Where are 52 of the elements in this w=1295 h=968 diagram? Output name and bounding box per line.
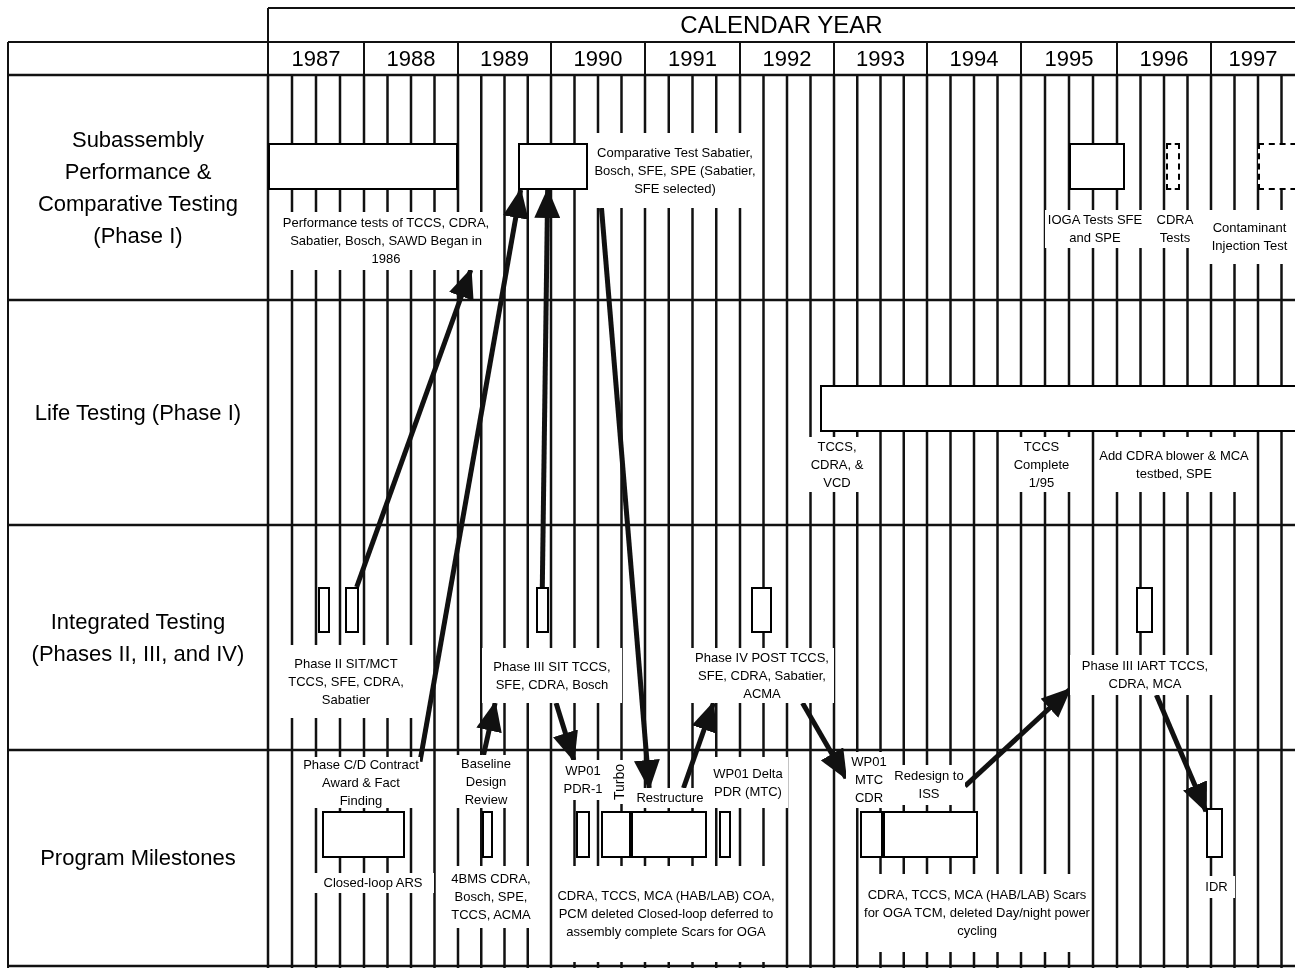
- year-label: 1992: [761, 45, 813, 73]
- year-label: 1988: [385, 45, 437, 73]
- timeline-bar: [860, 811, 883, 858]
- timeline-bar: [719, 811, 731, 858]
- timeline-bar: [318, 587, 330, 633]
- timeline-bar: [268, 143, 458, 190]
- arrow: [534, 188, 561, 588]
- year-label: 1990: [572, 45, 624, 73]
- year-label: 1989: [479, 45, 530, 73]
- year-label: 1987: [290, 45, 342, 73]
- note-text: Phase C/D Contract Award & Fact Finding: [302, 757, 420, 808]
- year-label: 1993: [855, 45, 906, 73]
- arrow: [599, 207, 660, 790]
- timeline-bar: [576, 811, 590, 858]
- timeline-bar: [322, 811, 405, 858]
- timeline-bar: [883, 811, 978, 858]
- year-label: 1997: [1227, 45, 1279, 73]
- timeline-bar: [345, 587, 359, 633]
- timeline-bar: [820, 385, 1295, 432]
- timeline-bar: [631, 811, 707, 858]
- timeline-bar: [1166, 143, 1180, 190]
- arrow: [476, 701, 502, 756]
- arrow: [1154, 694, 1209, 814]
- timeline-bar: [536, 587, 549, 633]
- note-text: Turbo: [611, 760, 627, 804]
- arrow: [354, 268, 474, 588]
- year-label: 1991: [667, 45, 718, 73]
- note-text: Phase IV POST TCCS, SFE, CDRA, Sabatier, ACMA: [690, 648, 834, 703]
- timeline-bar: [601, 811, 631, 858]
- timeline-bar: [751, 587, 772, 633]
- timeline-bar: [482, 811, 493, 858]
- row-heading: Life Testing (Phase I): [33, 398, 243, 427]
- arrow: [553, 702, 578, 762]
- year-label: 1994: [948, 45, 1000, 73]
- note-text: Phase III SIT TCCS, SFE, CDRA, Bosch: [482, 648, 622, 703]
- arrow: [417, 188, 529, 763]
- timeline-bar: [1069, 143, 1125, 190]
- year-label: 1995: [1043, 45, 1095, 73]
- timeline-bar: [1206, 808, 1223, 858]
- row-heading: Subassembly Performance & Comparative Testing (Phase I): [36, 125, 240, 250]
- timeline-bar: [518, 143, 588, 190]
- note-text: Redesign to ISS: [893, 765, 965, 805]
- axis-title: CALENDAR YEAR: [679, 10, 884, 40]
- arrow: [681, 701, 717, 789]
- note-text: IOGA Tests SFE and SPE: [1045, 210, 1145, 248]
- note-text: Closed-loop ARS: [312, 873, 434, 893]
- note-text: CDRA, TCCS, MCA (HAB/LAB) Scars for OGA TCM, deleted Day/night power cycling: [864, 874, 1090, 952]
- note-text: Add CDRA blower & MCA testbed, SPE: [1098, 437, 1250, 492]
- row-heading: Program Milestones: [39, 844, 237, 872]
- year-label: 1996: [1138, 45, 1190, 73]
- row-heading: Integrated Testing (Phases II, III, and IV): [30, 607, 246, 668]
- timeline-bar: [1136, 587, 1153, 633]
